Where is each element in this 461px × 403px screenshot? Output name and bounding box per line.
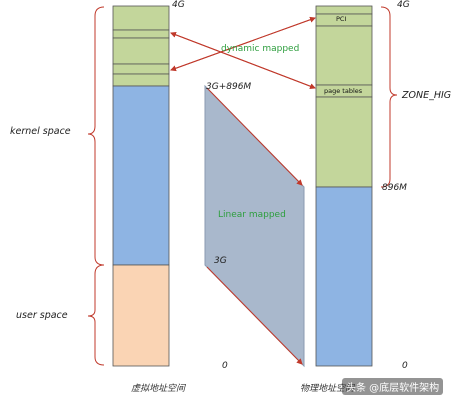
watermark: 头条 @底层软件架构 — [342, 378, 444, 395]
zone-highmem-brace — [380, 6, 398, 188]
dynamic-arrow-3 — [170, 17, 316, 72]
left-vmalloc-block-top — [112, 5, 170, 31]
left-vmalloc-block-bottom — [112, 73, 170, 87]
user-space-label: user space — [16, 310, 68, 321]
user-space-brace — [87, 264, 105, 366]
kernel-space-label: kernel space — [10, 126, 71, 137]
right-high-block-lower — [315, 96, 373, 188]
left-vmalloc-strip-1 — [112, 29, 170, 39]
linear-arrow-bottom — [206, 266, 303, 365]
dynamic-arrow-4 — [170, 31, 316, 89]
left-tick-0: 0 — [222, 361, 228, 371]
pci-label: PCI — [336, 15, 347, 23]
kernel-space-brace — [87, 6, 105, 266]
zone-highmem-label: ZONE_HIG — [402, 90, 452, 101]
right-tick-4g: 4G — [397, 0, 410, 10]
right-tick-0: 0 — [402, 361, 408, 371]
dynamic-mapped-label: dynamic mapped — [221, 44, 300, 54]
right-top-block — [315, 5, 373, 15]
left-tick-4g: 4G — [172, 0, 185, 10]
left-tick-3g896m: 3G+896M — [206, 82, 252, 92]
linear-arrow-top — [206, 87, 303, 186]
right-lowmem-block — [315, 186, 373, 367]
physical-address-space-title: 物理地址空间 — [300, 384, 355, 394]
linear-mapped-label: Linear mapped — [218, 210, 286, 220]
left-tick-3g: 3G — [214, 256, 227, 266]
right-tick-896m: 896M — [382, 183, 407, 193]
page-tables-label: page tables — [324, 87, 363, 95]
virtual-address-space-title: 虚拟地址空间 — [131, 384, 186, 394]
left-vmalloc-block-mid — [112, 37, 170, 65]
linear-mapping-region — [204, 84, 305, 368]
left-vmalloc-strip-2 — [112, 63, 170, 75]
left-linear-block — [112, 85, 170, 266]
left-user-block — [112, 264, 170, 367]
right-high-block — [315, 25, 373, 86]
